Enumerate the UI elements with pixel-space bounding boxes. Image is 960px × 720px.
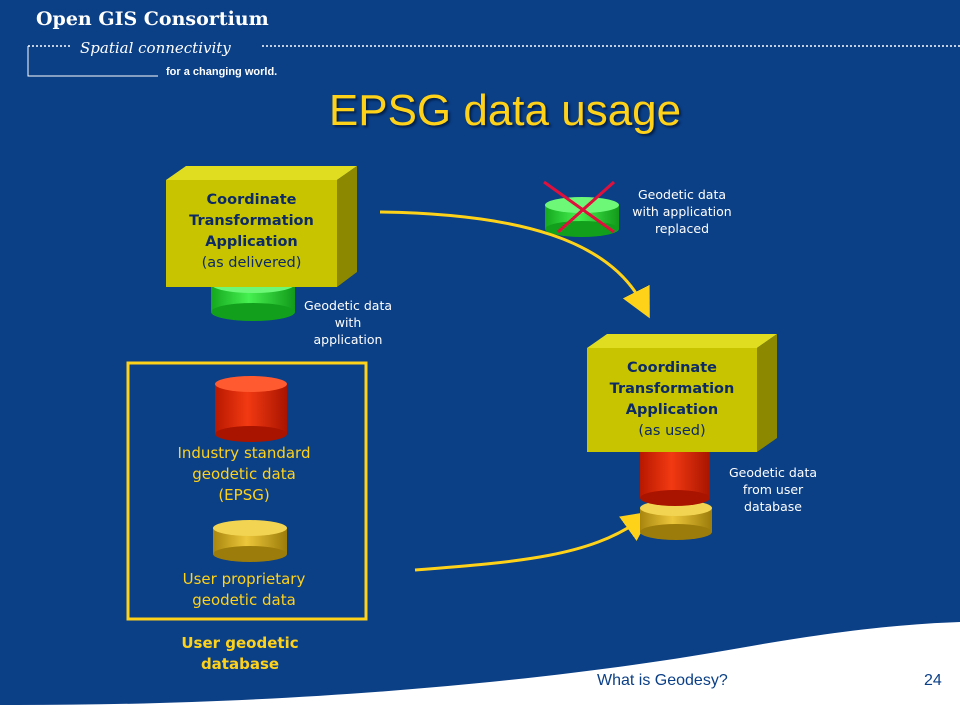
delivered-app-line2: Transformation: [189, 213, 314, 229]
cross-icon: [543, 180, 615, 234]
arrow-to-used-app: [379, 210, 650, 319]
arrow-from-user-db: [414, 511, 653, 572]
used-red-database-icon: [640, 452, 710, 506]
caption-with-app: Geodetic data with application: [288, 297, 408, 348]
caption-replaced-line3: replaced: [654, 221, 710, 236]
replaced-database-icon: [545, 197, 619, 237]
page-number: 24: [924, 672, 942, 689]
user-database-line1: User geodetic: [181, 634, 299, 652]
proprietary-line2: geodetic data: [192, 591, 296, 609]
caption-replaced: Geodetic data with application replaced: [612, 186, 752, 237]
caption-replaced-line1: Geodetic data: [637, 187, 727, 202]
gold-database-icon: [213, 520, 287, 562]
used-app-line4: (as used): [638, 423, 706, 439]
user-database-frame: [126, 361, 368, 621]
used-app-box: [587, 334, 777, 452]
delivered-app-line4: (as delivered): [201, 255, 302, 271]
delivered-app-line1: Coordinate: [206, 192, 297, 208]
caption-from-user: Geodetic data from user database: [714, 464, 832, 515]
footer-wave: [0, 622, 960, 720]
org-name: Open GIS Consortium: [36, 8, 269, 30]
org-tagline: Spatial connectivity: [80, 39, 231, 57]
caption-with-app-line3: application: [313, 332, 383, 347]
industry-line2: geodetic data: [192, 465, 296, 483]
red-database-icon: [215, 376, 287, 442]
logo-lines: [27, 45, 960, 77]
caption-from-user-line1: Geodetic data: [728, 465, 818, 480]
industry-line1: Industry standard: [177, 444, 311, 462]
delivered-app-label: Coordinate Transformation Application (a…: [166, 190, 337, 274]
proprietary-data-label: User proprietary geodetic data: [134, 569, 354, 611]
used-app-line1: Coordinate: [627, 360, 717, 376]
proprietary-line1: User proprietary: [182, 570, 306, 588]
delivered-app-line3: Application: [205, 234, 298, 250]
used-app-line2: Transformation: [609, 381, 735, 397]
user-database-line2: database: [200, 655, 280, 673]
caption-from-user-line2: from user: [742, 482, 804, 497]
caption-with-app-line2: with: [334, 315, 362, 330]
industry-data-label: Industry standard geodetic data (EPSG): [134, 443, 354, 506]
used-app-line3: Application: [625, 402, 719, 418]
org-subtagline: for a changing world.: [166, 66, 278, 78]
caption-replaced-line2: with application: [632, 204, 732, 219]
industry-line3: (EPSG): [218, 486, 270, 504]
caption-from-user-line3: database: [744, 499, 802, 514]
page-title: EPSG data usage: [328, 86, 682, 135]
user-database-label: User geodetic database: [130, 633, 350, 675]
footer-topic: What is Geodesy?: [597, 672, 728, 689]
caption-with-app-line1: Geodetic data: [303, 298, 393, 313]
used-gold-database-icon: [640, 500, 712, 540]
delivered-app-box: [166, 166, 357, 287]
used-app-label: Coordinate Transformation Application (a…: [587, 358, 757, 442]
